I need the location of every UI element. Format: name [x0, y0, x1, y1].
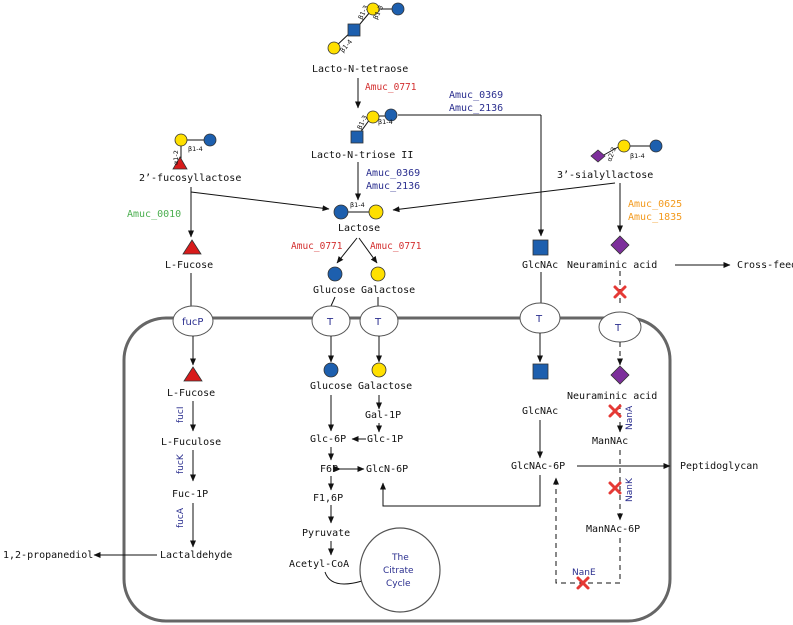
- galactose-circle: [366, 2, 380, 16]
- fucose-triangle: [183, 366, 203, 382]
- glucose-circle: [327, 266, 343, 282]
- galactose-circle: [371, 362, 387, 378]
- amuc0369-mid-label: Amuc_0369: [366, 168, 420, 179]
- lntii-label: Lacto-N-triose II: [311, 150, 413, 161]
- neu-out-label: Neuraminic acid: [567, 260, 657, 271]
- galactose-out-label: Galactose: [361, 285, 415, 296]
- tca-line3: Cycle: [386, 579, 411, 589]
- linkage-label: β1-4: [338, 38, 354, 54]
- fuci-gene-label: fucI: [176, 407, 186, 423]
- block-cross-icon: [608, 404, 622, 418]
- fucose-triangle: [172, 156, 188, 170]
- lnt-label: Lacto-N-tetraose: [312, 64, 408, 75]
- transporter-label: T: [374, 317, 382, 328]
- amuc1835-label: Amuc_1835: [628, 212, 682, 223]
- amuc0010-label: Amuc_0010: [127, 209, 181, 220]
- citrate-cycle-circle: [359, 527, 441, 613]
- glucose-circle: [384, 108, 398, 122]
- glucose-in-label: Glucose: [310, 381, 352, 392]
- galactose-circle: [368, 204, 384, 220]
- amuc0625-label: Amuc_0625: [628, 199, 682, 210]
- glcnac6p-label: GlcNAc-6P: [511, 461, 565, 472]
- fl-glycan: β1-4 α1-2: [172, 133, 217, 170]
- linkage-label: α2-3: [605, 146, 618, 163]
- glcnac-square: [350, 130, 364, 144]
- sl-label: 3’-sialyllactose: [557, 170, 653, 181]
- lfucose-out-label: L-Fucose: [165, 260, 213, 271]
- neu-in-label: Neuraminic acid: [567, 391, 657, 402]
- galactose-circle: [366, 110, 380, 124]
- transporter-label: T: [326, 317, 334, 328]
- peptidoglycan-label: Peptidoglycan: [680, 461, 758, 472]
- lntii-glycan: β1-4 β1-3: [350, 108, 398, 144]
- glcnac-in-label: GlcNAc: [522, 406, 558, 417]
- glcnac-square: [532, 239, 549, 256]
- glc6p-label: Glc-6P: [310, 434, 346, 445]
- gal1p-label: Gal-1P: [365, 410, 401, 421]
- glcnac-square: [347, 23, 361, 37]
- lactaldehyde-label: Lactaldehyde: [160, 550, 232, 561]
- galactose-circle: [617, 139, 631, 153]
- glucose-circle: [333, 204, 349, 220]
- lnt-glycan: β1-3 β1-3 β1-4: [327, 2, 405, 55]
- galactose-circle: [174, 133, 188, 147]
- block-cross-icon: [613, 285, 627, 299]
- amuc0771-right-label: Amuc_0771: [370, 241, 422, 252]
- amuc0369-top-label: Amuc_0369: [449, 90, 503, 101]
- nane-gene-label: NanE: [572, 568, 596, 578]
- f6p-label: F6P: [320, 464, 338, 475]
- block-cross-icon: [576, 576, 590, 590]
- neuraminic-diamond: [610, 365, 630, 385]
- glucose-circle: [203, 133, 217, 147]
- glucose-circle: [323, 362, 339, 378]
- tca-line2: Citrate: [383, 566, 414, 576]
- transporter-label: T: [614, 323, 622, 334]
- sl-glycan: α2-3 β1-4: [590, 139, 663, 163]
- glcn6p-label: GlcN-6P: [366, 464, 408, 475]
- fl-label: 2’-fucosyllactose: [139, 173, 241, 184]
- tca-line1: The: [391, 553, 409, 563]
- pyruvate-label: Pyruvate: [302, 528, 350, 539]
- glucose-circle: [391, 2, 405, 16]
- linkage-label: β1-4: [350, 201, 365, 209]
- amuc2136-top-label: Amuc_2136: [449, 103, 503, 114]
- linkage-label: β1-4: [188, 145, 203, 153]
- glc1p-label: Glc-1P: [367, 434, 403, 445]
- glucose-circle: [649, 139, 663, 153]
- fucose-triangle: [182, 239, 202, 255]
- fucp-label: fucP: [182, 317, 203, 328]
- acetylcoa-label: Acetyl-CoA: [289, 559, 349, 570]
- nana-gene-label: NanA: [625, 405, 635, 430]
- amuc0771-top-label: Amuc_0771: [365, 82, 417, 93]
- linkage-label: α1-2: [172, 150, 180, 165]
- mannac-label: ManNAc: [592, 436, 628, 447]
- f16p-label: F1,6P: [313, 493, 343, 504]
- propanediol-label: 1,2-propanediol: [3, 550, 93, 561]
- neuraminic-diamond: [610, 235, 630, 255]
- fuc1p-label: Fuc-1P: [172, 489, 208, 500]
- fuca-gene-label: fucA: [176, 507, 186, 528]
- galactose-circle: [327, 41, 341, 55]
- amuc2136-mid-label: Amuc_2136: [366, 181, 420, 192]
- lfucose-in-label: L-Fucose: [167, 388, 215, 399]
- galactose-circle: [370, 266, 386, 282]
- lfuculose-label: L-Fuculose: [161, 437, 221, 448]
- linkage-label: β1-4: [630, 152, 645, 160]
- glcnac-square: [532, 363, 549, 380]
- transporter-label: T: [535, 314, 543, 325]
- amuc0771-left-label: Amuc_0771: [291, 241, 343, 252]
- fuck-gene-label: fucK: [176, 453, 186, 474]
- lactose-glycan: β1-4: [333, 201, 384, 220]
- glcnac-out-label: GlcNAc: [522, 260, 558, 271]
- neuraminic-diamond: [590, 149, 606, 163]
- mannac6p-label: ManNAc-6P: [586, 524, 640, 535]
- block-cross-icon: [608, 481, 622, 495]
- lactose-label: Lactose: [338, 223, 380, 234]
- glucose-out-label: Glucose: [313, 285, 355, 296]
- nank-gene-label: NanK: [625, 477, 635, 502]
- cross-feeding-label: Cross-feeding: [737, 260, 793, 271]
- linkage-label: β1-4: [378, 118, 393, 126]
- galactose-in-label: Galactose: [358, 381, 412, 392]
